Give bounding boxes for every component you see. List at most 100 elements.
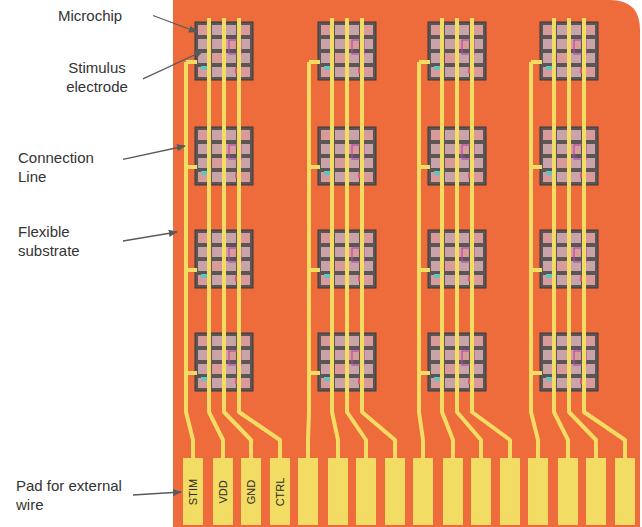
stimulus-electrode: [543, 172, 553, 182]
stimulus-electrode: [445, 130, 455, 140]
stimulus-electrode: [198, 144, 208, 154]
connection-line: [419, 165, 430, 169]
stimulus-electrode: [321, 67, 331, 77]
stimulus-electrode: [363, 336, 373, 346]
connection-line: [186, 60, 197, 64]
stimulus-electrode: [459, 233, 469, 243]
external-wire-pad: VDD: [213, 458, 233, 525]
stimulus-electrode: [240, 275, 250, 285]
pad: [328, 458, 348, 525]
stimulus-electrode: [349, 172, 359, 182]
microchip-array: [195, 22, 598, 391]
connection-line: [186, 62, 193, 470]
stimulus-electrode: [459, 378, 469, 388]
pad: [586, 458, 606, 525]
stimulus-electrode: [240, 336, 250, 346]
stimulus-electrode: [349, 275, 359, 285]
stimulus-electrode: [473, 67, 483, 77]
stimulus-electrode: [240, 233, 250, 243]
external-wire-pad: STIM: [183, 458, 203, 525]
stimulus-electrode: [431, 378, 441, 388]
stimulus-electrode: [321, 25, 331, 35]
pin-name: VDD: [217, 480, 229, 503]
connection-line: [419, 268, 430, 272]
stimulus-electrode: [431, 172, 441, 182]
leader-lines: [123, 16, 203, 496]
stimulus-electrode: [335, 336, 345, 346]
callout-label: Connection Line: [18, 148, 118, 186]
stimulus-electrode: [543, 25, 553, 35]
stimulus-electrode: [431, 261, 441, 271]
stimulus-electrode: [335, 130, 345, 140]
stimulus-electrode: [226, 172, 236, 182]
stimulus-electrode: [212, 247, 222, 257]
callout-label: Stimulus electrode: [56, 58, 138, 96]
stimulus-electrode: [459, 25, 469, 35]
stimulus-electrode: [585, 25, 595, 35]
stimulus-electrode: [585, 336, 595, 346]
stimulus-electrode: [321, 144, 331, 154]
stimulus-electrode: [445, 336, 455, 346]
connection-line: [531, 62, 538, 470]
stimulus-electrode: [349, 336, 359, 346]
stimulus-electrode: [321, 336, 331, 346]
pin-name: STIM: [187, 478, 199, 504]
stimulus-electrode: [445, 261, 455, 271]
connection-line: [309, 60, 320, 64]
stimulus-electrode: [557, 53, 567, 63]
connection-line: [554, 18, 568, 470]
stimulus-electrode: [198, 53, 208, 63]
pad: [443, 458, 463, 525]
stimulus-electrode: [226, 233, 236, 243]
stimulus-electrode: [431, 275, 441, 285]
stimulus-electrode: [445, 67, 455, 77]
stimulus-electrode: [431, 247, 441, 257]
connection-line: [531, 371, 542, 375]
connection-line: [472, 18, 510, 470]
stimulus-electrode: [349, 233, 359, 243]
stimulus-electrode: [571, 67, 581, 77]
stimulus-electrode: [321, 158, 331, 168]
stimulus-electrode: [557, 247, 567, 257]
stimulus-electrode: [363, 378, 373, 388]
stimulus-electrode: [459, 172, 469, 182]
stimulus-electrode: [473, 25, 483, 35]
stimulus-electrode: [473, 172, 483, 182]
stimulus-electrode: [335, 53, 345, 63]
stimulus-electrode: [431, 130, 441, 140]
stimulus-electrode: [445, 378, 455, 388]
stimulus-electrode: [198, 378, 208, 388]
connection-lines: [186, 18, 625, 470]
connection-line: [531, 60, 542, 64]
stimulus-electrode: [335, 233, 345, 243]
stimulus-electrode: [445, 144, 455, 154]
stimulus-electrode: [431, 67, 441, 77]
stimulus-electrode: [445, 364, 455, 374]
stimulus-electrode: [226, 336, 236, 346]
stimulus-electrode: [240, 378, 250, 388]
stimulus-electrode: [557, 67, 567, 77]
stimulus-electrode: [473, 233, 483, 243]
stimulus-electrode: [431, 233, 441, 243]
stimulus-electrode: [585, 67, 595, 77]
stimulus-electrode: [321, 172, 331, 182]
stimulus-electrode: [198, 350, 208, 360]
stimulus-electrode: [321, 130, 331, 140]
stimulus-electrode: [363, 172, 373, 182]
stimulus-electrode: [212, 275, 222, 285]
stimulus-electrode: [198, 67, 208, 77]
connection-line: [186, 268, 197, 272]
stimulus-electrode: [585, 378, 595, 388]
stimulus-electrode: [473, 275, 483, 285]
stimulus-electrode: [543, 364, 553, 374]
stimulus-electrode: [557, 261, 567, 271]
stimulus-electrode: [543, 247, 553, 257]
pad: [528, 458, 548, 525]
flexible-substrate: [173, 0, 640, 527]
stimulus-electrode: [459, 67, 469, 77]
connection-line: [209, 18, 223, 470]
stimulus-electrode: [571, 275, 581, 285]
stimulus-electrode: [431, 53, 441, 63]
stimulus-electrode: [335, 67, 345, 77]
